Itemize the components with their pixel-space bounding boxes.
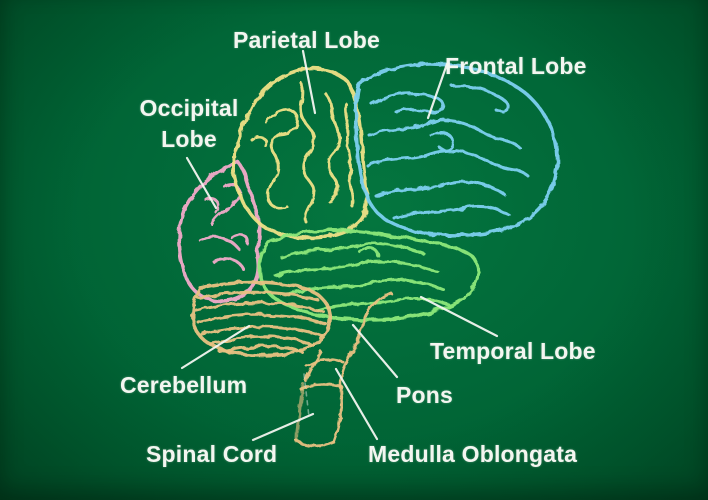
occipital-lobe-shape bbox=[177, 160, 261, 303]
leader-line-occipital bbox=[185, 156, 218, 210]
parietal-lobe-shape bbox=[231, 66, 369, 240]
leader-line-spinal-cord bbox=[251, 412, 315, 442]
label-medulla-oblongata: Medulla Oblongata bbox=[368, 441, 578, 467]
leader-line-spinal-cord-dashed bbox=[303, 373, 310, 418]
leader-line-cerebellum bbox=[180, 324, 251, 370]
frontal-lobe-shape bbox=[353, 62, 559, 238]
label-frontal-lobe: Frontal Lobe bbox=[445, 53, 587, 79]
label-occipital-lobe: Occipital Lobe bbox=[139, 95, 239, 153]
label-cerebellum: Cerebellum bbox=[120, 372, 248, 398]
label-spinal-cord: Spinal Cord bbox=[146, 441, 278, 467]
leader-line-frontal bbox=[426, 62, 449, 120]
leader-line-parietal bbox=[301, 49, 317, 115]
cerebellum-shape bbox=[191, 280, 332, 358]
temporal-lobe-shape bbox=[257, 228, 481, 322]
label-temporal-lobe: Temporal Lobe bbox=[430, 338, 596, 364]
label-parietal-lobe: Parietal Lobe bbox=[233, 27, 381, 53]
brainstem-shape bbox=[295, 291, 393, 448]
leader-line-temporal bbox=[419, 295, 499, 338]
label-pons: Pons bbox=[396, 382, 454, 408]
leader-line-medulla bbox=[334, 367, 379, 441]
leader-lines bbox=[180, 49, 499, 442]
leader-line-pons bbox=[351, 323, 399, 379]
